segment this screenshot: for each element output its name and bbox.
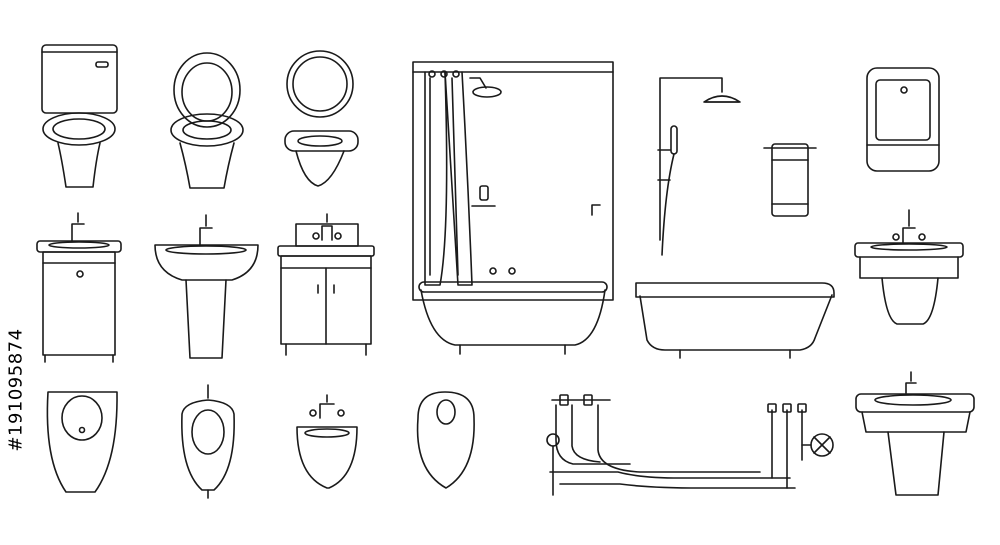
bidet-icon <box>296 394 358 489</box>
wall-hung-sink-icon <box>854 209 964 325</box>
sink-with-cabinet-icon <box>277 213 375 356</box>
urinal-icon <box>46 391 118 493</box>
mirror-and-sink-icon <box>284 50 359 187</box>
pedestal-sink-icon <box>154 214 259 359</box>
stock-id-label-box: #191095874 <box>5 290 27 490</box>
toilet-open-lid-icon <box>170 52 244 189</box>
plumbing-pipes-icon <box>546 394 834 496</box>
bathtub-with-shower-curtain-icon <box>412 61 614 355</box>
shower-panel-icon <box>657 77 741 256</box>
stock-id-label: #191095874 <box>5 328 27 452</box>
towel-holder-icon <box>763 143 817 217</box>
freestanding-bathtub-icon <box>635 282 835 359</box>
wall-urinal-icon <box>181 384 235 499</box>
toilet-icon <box>41 44 118 188</box>
vanity-cabinet-sink-icon <box>36 212 122 363</box>
urinal-bowl-icon <box>416 391 475 489</box>
pedestal-basin-icon <box>855 371 975 496</box>
wall-urinal-tank-icon <box>866 67 940 172</box>
